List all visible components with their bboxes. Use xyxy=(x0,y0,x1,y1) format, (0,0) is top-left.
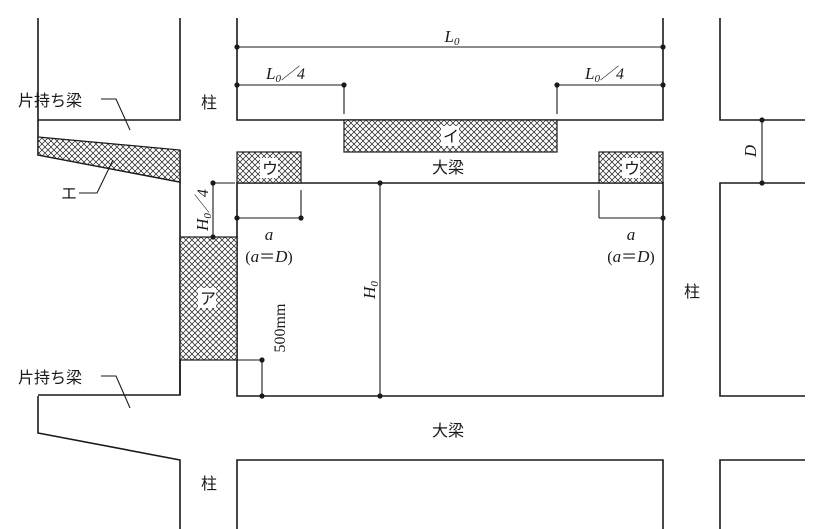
dimension-dots xyxy=(210,44,765,399)
right-column-upper xyxy=(719,18,805,121)
label-column-right: 柱 xyxy=(684,282,700,301)
label-a-left: a xyxy=(265,225,274,244)
zone-e-shape xyxy=(37,136,181,183)
center-column-bottom xyxy=(236,459,664,529)
label-500mm: 500mm xyxy=(272,303,289,352)
dot xyxy=(259,357,265,363)
right-column-bottom xyxy=(719,459,805,529)
text-labels: L0 L0／4 L0／4 柱 柱 柱 片持ち梁 片持ち梁 大梁 大梁 イ ウ ウ… xyxy=(18,27,760,493)
dot xyxy=(554,82,560,88)
label-girder-lower: 大梁 xyxy=(432,421,464,440)
dot xyxy=(759,180,765,186)
dot xyxy=(377,393,383,399)
dot xyxy=(210,180,216,186)
hatched-zones xyxy=(37,119,664,361)
zone-i-shape xyxy=(343,119,558,153)
label-girder-upper: 大梁 xyxy=(432,158,464,177)
label-column-upper-left: 柱 xyxy=(201,93,217,112)
dot xyxy=(660,44,666,50)
cantilever-lower xyxy=(37,396,181,529)
label-column-lower-left: 柱 xyxy=(201,474,217,493)
label-zone-u-right: ウ xyxy=(624,159,640,178)
label-cantilever-lower: 片持ち梁 xyxy=(18,368,82,387)
structure-lines xyxy=(37,18,805,529)
label-zone-u-left: ウ xyxy=(262,159,278,178)
dot xyxy=(234,82,240,88)
dot xyxy=(377,180,383,186)
dot xyxy=(298,215,304,221)
label-L0-quarter-left: L0／4 xyxy=(265,64,305,85)
zone-i-label-bg xyxy=(441,126,459,146)
label-a-eq-right: (a＝D) xyxy=(607,247,654,266)
dot xyxy=(210,234,216,240)
left-column-bottom xyxy=(38,360,181,396)
label-a-eq-left: (a＝D) xyxy=(245,247,292,266)
dot xyxy=(234,215,240,221)
label-H0-quarter: H0／4 xyxy=(193,189,214,232)
dot xyxy=(660,215,666,221)
label-H0: H0 xyxy=(360,281,381,300)
leader-lines xyxy=(79,98,131,409)
label-L0: L0 xyxy=(444,27,460,48)
leader-cantilever-lower xyxy=(101,375,131,409)
dot xyxy=(259,393,265,399)
dimension-lines xyxy=(198,46,763,396)
label-D: D xyxy=(741,144,760,158)
label-L0-quarter-right: L0／4 xyxy=(584,64,624,85)
dot xyxy=(660,82,666,88)
leader-zone-e xyxy=(79,159,114,194)
dot xyxy=(341,82,347,88)
leader-cantilever-upper xyxy=(101,98,131,131)
left-column-upper xyxy=(37,18,181,121)
dot xyxy=(759,117,765,123)
zone-a-label-bg xyxy=(198,288,216,308)
label-a-right: a xyxy=(627,225,636,244)
label-zone-i: イ xyxy=(443,127,459,146)
zone-u-left-label-bg xyxy=(260,158,278,178)
dot xyxy=(234,44,240,50)
right-column-middle xyxy=(719,182,805,397)
label-cantilever-upper: 片持ち梁 xyxy=(18,91,82,110)
label-zone-a: ア xyxy=(200,289,216,308)
label-zone-e: エ xyxy=(61,184,77,203)
zone-u-right-label-bg xyxy=(622,158,640,178)
